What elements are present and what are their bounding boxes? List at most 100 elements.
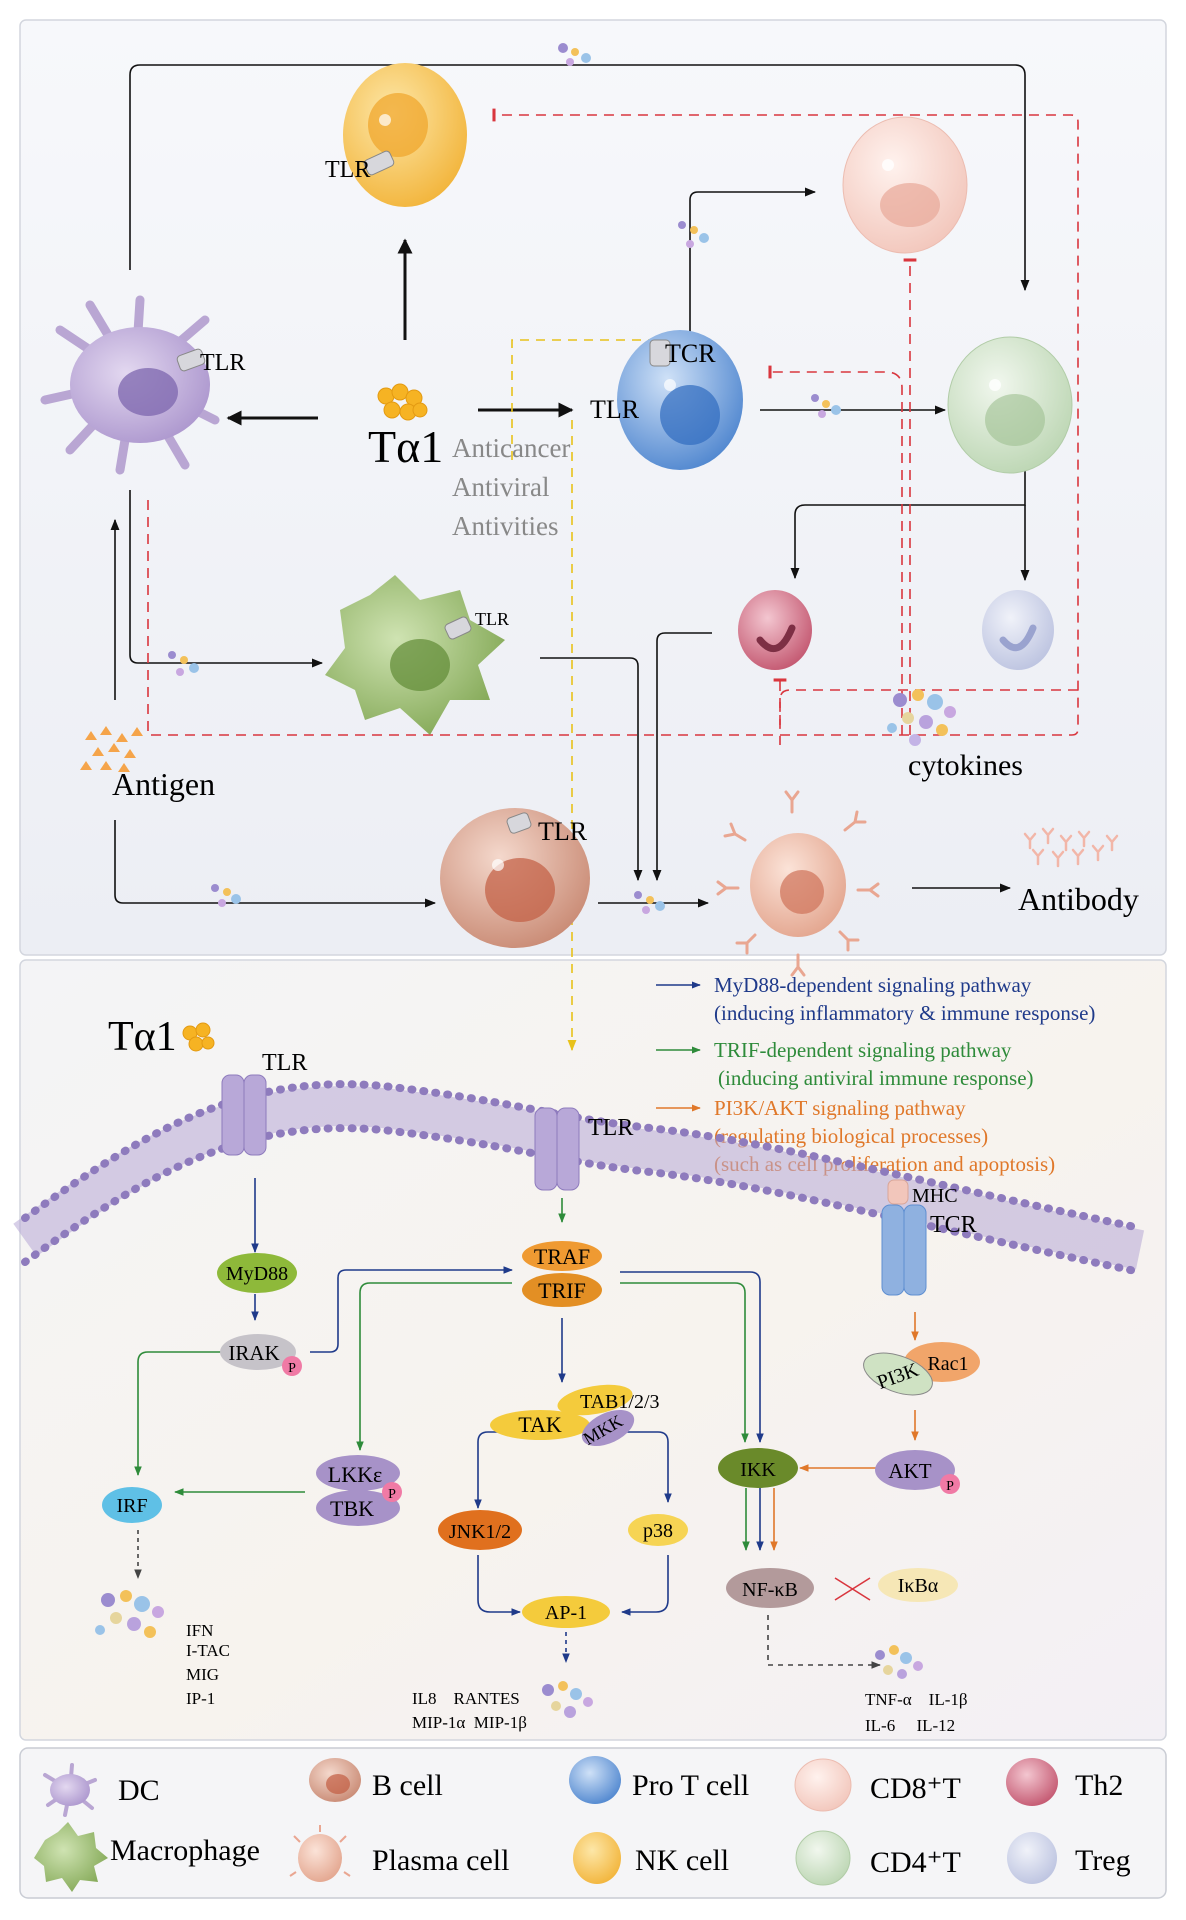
bottom-panel xyxy=(19,959,1167,1741)
cytokine-cloud-mac xyxy=(168,651,199,676)
ikk: IKK xyxy=(718,1448,798,1488)
ta1-bottom-label: Tα1 xyxy=(108,1014,177,1060)
tlr-receptor-1 xyxy=(221,1074,267,1156)
legend-dc: DC xyxy=(43,1763,160,1817)
antigen-icon xyxy=(80,726,143,772)
macrophage xyxy=(325,575,505,735)
legend-trif-desc: (inducing antiviral immune response) xyxy=(718,1066,1034,1090)
pi3k-rac1: Rac1 PI3K xyxy=(863,1342,980,1396)
svg-text:Anticancer: Anticancer xyxy=(452,433,570,463)
plasma-cell xyxy=(716,790,880,977)
ta1-label: Tα1 xyxy=(368,421,443,472)
svg-text:IL8 RANTES: IL8 RANTES xyxy=(412,1689,520,1708)
svg-text:MyD88: MyD88 xyxy=(226,1263,288,1285)
legend-trif-title: TRIF-dependent signaling pathway xyxy=(714,1038,1012,1062)
legend-myd88-desc: (inducing inflammatory & immune response… xyxy=(714,1001,1095,1025)
cytokine-cloud-cd4 xyxy=(811,394,841,418)
svg-text:p38: p38 xyxy=(643,1520,673,1542)
legend-nk-label: NK cell xyxy=(635,1844,729,1877)
top-connectors xyxy=(110,64,1030,908)
ta1-particles xyxy=(377,383,428,421)
b-tlr-label: TLR xyxy=(538,817,588,846)
antibody-icon xyxy=(1023,827,1119,868)
svg-text:LKKε: LKKε xyxy=(328,1462,382,1487)
svg-text:MIG: MIG xyxy=(186,1665,219,1684)
legend-b-cell: B cell xyxy=(309,1758,443,1802)
svg-text:TAK: TAK xyxy=(518,1412,562,1437)
traf: TRAF xyxy=(522,1241,602,1271)
dc-tlr-label: TLR xyxy=(200,350,245,376)
jnk: JNK1/2 xyxy=(438,1510,522,1550)
cd4-t-cell xyxy=(947,336,1073,474)
cytokines-label: cytokines xyxy=(908,749,1023,782)
pro-t-cell xyxy=(617,330,743,470)
svg-text:Antiviral: Antiviral xyxy=(452,472,549,502)
legend-nk: NK cell xyxy=(573,1832,729,1884)
legend-prot-label: Pro T cell xyxy=(632,1769,749,1802)
legend-macrophage: Macrophage xyxy=(34,1822,260,1892)
legend-cd4: CD4⁺T xyxy=(795,1830,961,1886)
svg-text:JNK1/2: JNK1/2 xyxy=(449,1521,511,1543)
ta1-bottom-particles xyxy=(182,1022,215,1052)
nfkb-cytokine-list: TNF-α IL-1β IL-6 IL-12 xyxy=(865,1690,968,1735)
irf-output-cluster xyxy=(95,1590,164,1638)
svg-text:IKK: IKK xyxy=(740,1459,776,1481)
antigen-label: Antigen xyxy=(112,766,215,802)
tlr1-label: TLR xyxy=(262,1050,307,1076)
trif: TRIF xyxy=(522,1273,602,1307)
nfkb: NF-κB xyxy=(726,1568,814,1608)
svg-text:TRIF: TRIF xyxy=(538,1278,586,1303)
svg-text:IRAK: IRAK xyxy=(228,1341,279,1365)
svg-text:MIP-1α MIP-1β: MIP-1α MIP-1β xyxy=(412,1713,527,1732)
mac-tlr-label: TLR xyxy=(475,609,509,629)
tcr-bottom-label: TCR xyxy=(930,1212,977,1238)
svg-text:AKT: AKT xyxy=(888,1459,931,1483)
svg-text:TBK: TBK xyxy=(330,1496,374,1521)
nk-cell xyxy=(343,63,467,207)
th2-cell xyxy=(738,590,812,670)
nfkb-output-cluster xyxy=(875,1645,923,1679)
ap1-cytokine-list: IL8 RANTES MIP-1α MIP-1β xyxy=(412,1689,527,1732)
svg-text:Antivities: Antivities xyxy=(452,511,559,541)
svg-text:NF-κB: NF-κB xyxy=(742,1579,798,1601)
legend-plasma-label: Plasma cell xyxy=(372,1844,509,1877)
legend-myd88-title: MyD88-dependent signaling pathway xyxy=(714,973,1032,997)
cd8-t-cell xyxy=(842,116,968,254)
svg-text:TRAF: TRAF xyxy=(534,1244,590,1269)
cytokine-cloud-t xyxy=(678,221,709,248)
legend-cd4-label: CD4⁺T xyxy=(870,1846,961,1879)
dendritic-cell xyxy=(40,295,220,475)
legend-cd8-label: CD8⁺T xyxy=(870,1772,961,1805)
legend-treg: Treg xyxy=(1007,1832,1131,1884)
lkk-tbk: LKKε TBK P xyxy=(316,1455,402,1526)
tlr-receptor-2 xyxy=(534,1107,580,1191)
p38: p38 xyxy=(628,1514,688,1546)
mhc-tcr-receptor xyxy=(881,1179,927,1296)
legend-th2-label: Th2 xyxy=(1075,1769,1123,1802)
svg-text:IL-6 IL-12: IL-6 IL-12 xyxy=(865,1716,955,1735)
legend-pro-t: Pro T cell xyxy=(569,1756,749,1804)
nk-tlr-label: TLR xyxy=(325,157,370,183)
legend-mac-label: Macrophage xyxy=(110,1834,260,1867)
svg-text:AP-1: AP-1 xyxy=(545,1602,587,1624)
tlr2-label: TLR xyxy=(588,1115,633,1141)
svg-text:P: P xyxy=(946,1479,954,1494)
tab: TAB1/2/3 xyxy=(557,1384,660,1416)
mhc-label: MHC xyxy=(912,1185,958,1207)
legend-pi3k-title: PI3K/AKT signaling pathway xyxy=(714,1096,966,1120)
activities-label: Anticancer Antiviral Antivities xyxy=(452,433,570,541)
svg-text:P: P xyxy=(388,1487,396,1502)
svg-text:TNF-α IL-1β: TNF-α IL-1β xyxy=(865,1690,968,1709)
treg-cell xyxy=(982,590,1054,670)
akt: AKT P xyxy=(875,1450,960,1494)
irak: IRAK P xyxy=(220,1334,302,1376)
inhibition-paths xyxy=(147,108,1079,745)
myd88: MyD88 xyxy=(217,1253,297,1293)
b-cell xyxy=(440,808,590,948)
antibody-label: Antibody xyxy=(1018,881,1139,917)
legend-dc-label: DC xyxy=(118,1774,160,1807)
svg-text:P: P xyxy=(288,1361,296,1376)
cytokine-cloud-top xyxy=(558,43,591,66)
legend-b-label: B cell xyxy=(372,1769,443,1802)
